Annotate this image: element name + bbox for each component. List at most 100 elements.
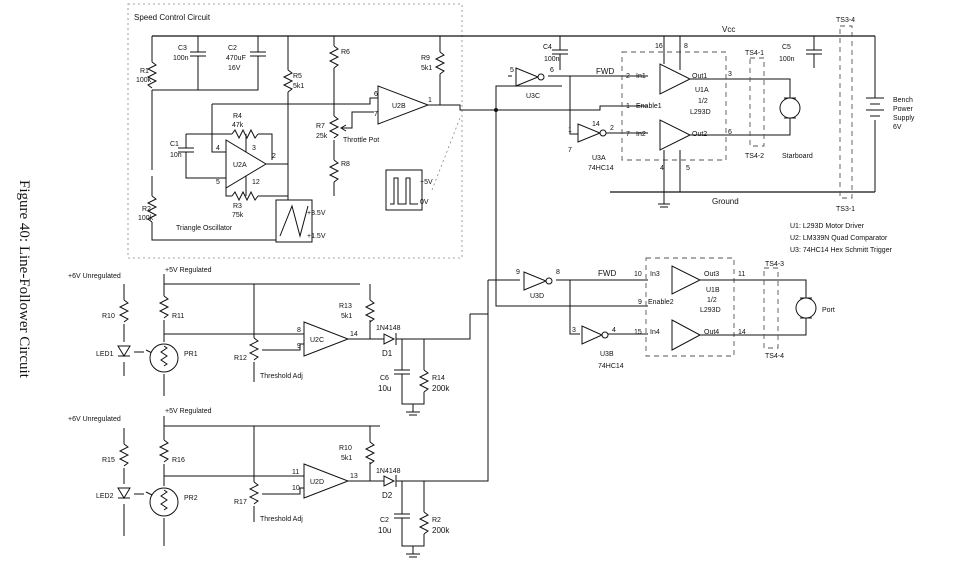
pwm-wave-box	[385, 169, 423, 211]
r2b-resistor	[418, 511, 430, 535]
r7-value: 25k	[316, 133, 328, 140]
u1a-part: L293D	[690, 109, 711, 116]
u1b-pin-9: 9	[638, 299, 642, 306]
r4-value: 47k	[232, 122, 244, 129]
u2c-pin-14: 14	[350, 331, 358, 338]
supply-line2: Power	[893, 106, 914, 113]
u3c-inverter	[515, 67, 540, 87]
u2a-pin-5: 5	[216, 179, 220, 186]
r16-resistor	[158, 439, 170, 463]
speed-control-boundary	[127, 3, 463, 259]
u3d-pin-9: 9	[516, 269, 520, 276]
r10-label: R10	[102, 313, 115, 320]
u3a-pin-14: 14	[592, 121, 600, 128]
out4-label: Out4	[704, 329, 719, 336]
u2b-comparator	[377, 85, 430, 125]
en2-label: Enable2	[648, 299, 674, 306]
u3c-label: U3C	[526, 93, 540, 100]
r3-resistor	[231, 190, 259, 202]
ground-label: Ground	[712, 197, 739, 206]
u3a-part: 74HC14	[588, 165, 614, 172]
legend-u2: U2: LM339N Quad Comparator	[790, 235, 888, 242]
supply-line3: Supply	[893, 115, 915, 122]
c4-label: C4	[543, 44, 552, 51]
bench-supply-battery	[866, 97, 884, 117]
c3-capacitor	[190, 51, 206, 57]
c5-capacitor	[806, 49, 822, 55]
led1-label: LED1	[96, 351, 114, 358]
c4-capacitor	[552, 49, 568, 55]
in2-label: In2	[636, 131, 646, 138]
u1b-pin-10: 10	[634, 271, 642, 278]
starboard-label: Starboard	[782, 153, 813, 160]
u2b-pin-6: 6	[374, 91, 378, 98]
r10b-value: 5k1	[341, 455, 352, 462]
ts3-supply-terminal	[839, 25, 853, 199]
u2a-pin-3: 3	[252, 145, 256, 152]
ts44-label: TS4-4	[765, 353, 784, 360]
r1-value: 100k	[136, 77, 152, 84]
c2b-capacitor	[394, 513, 410, 519]
u1a-pin-6: 6	[728, 129, 732, 136]
ts31-label: TS3-1	[836, 206, 855, 213]
r14-value: 200k	[432, 384, 450, 393]
r12-pot	[248, 337, 260, 361]
in4-label: In4	[650, 329, 660, 336]
threshold-adj-1: Threshold Adj	[260, 373, 303, 380]
u2a-pin-2: 2	[272, 153, 276, 160]
r10b-resistor	[364, 441, 376, 465]
ts41-label: TS4-1	[745, 50, 764, 57]
u3c-pin-6: 6	[550, 67, 554, 74]
u3a-inverter	[577, 123, 602, 143]
c2b-label: C2	[380, 517, 389, 524]
ts42-label: TS4-2	[745, 153, 764, 160]
r4-resistor	[231, 128, 259, 140]
port-motor	[795, 297, 817, 319]
r6-label: R6	[341, 49, 350, 56]
r14-resistor	[418, 369, 430, 393]
u3c-pin-5: 5	[510, 67, 514, 74]
u1a-half: 1/2	[698, 98, 708, 105]
c3-value: 100n	[173, 55, 189, 62]
c2-voltage: 16V	[228, 65, 241, 72]
out1-label: Out1	[692, 73, 707, 80]
c1-capacitor	[178, 147, 194, 153]
pwm-wave-icon	[390, 177, 418, 205]
r5-label: R5	[293, 73, 302, 80]
r13-value: 5k1	[341, 313, 352, 320]
d1-type: 1N4148	[376, 325, 401, 332]
r5-value: 5k1	[293, 83, 304, 90]
in1-label: In1	[636, 73, 646, 80]
u2a-pin-12: 12	[252, 179, 260, 186]
r5-resistor	[282, 69, 294, 93]
r11-resistor	[158, 295, 170, 319]
r6-resistor	[328, 45, 340, 69]
port-label: Port	[822, 307, 835, 314]
r11-label: R11	[172, 313, 184, 320]
u2d-label: U2D	[310, 479, 324, 486]
pr1-label: PR1	[184, 351, 198, 358]
pwm-high: +5V	[420, 179, 433, 186]
c6-label: C6	[380, 375, 389, 382]
speed-control-title: Speed Control Circuit	[134, 13, 211, 22]
u2c-pin-9: 9	[297, 343, 301, 350]
in3-label: In3	[650, 271, 660, 278]
r2-value: 100k	[138, 215, 154, 222]
u1b-driver-box	[645, 257, 735, 357]
r7-label: R7	[316, 123, 325, 130]
u2a-label: U2A	[233, 162, 247, 169]
c2-value: 470uF	[226, 55, 246, 62]
r1-label: R1	[140, 68, 149, 75]
r14-label: R14	[432, 375, 445, 382]
u2c-label: U2C	[310, 337, 324, 344]
r9-resistor	[434, 51, 446, 75]
u2b-label: U2B	[392, 103, 406, 110]
u3a-pin-2: 2	[610, 125, 614, 132]
u2d-pin-13: 13	[350, 473, 358, 480]
r1-resistor	[146, 61, 158, 89]
u3a-label: U3A	[592, 155, 606, 162]
r10-resistor	[118, 299, 130, 323]
r3-label: R3	[233, 203, 242, 210]
supply-line1: Bench	[893, 97, 913, 104]
